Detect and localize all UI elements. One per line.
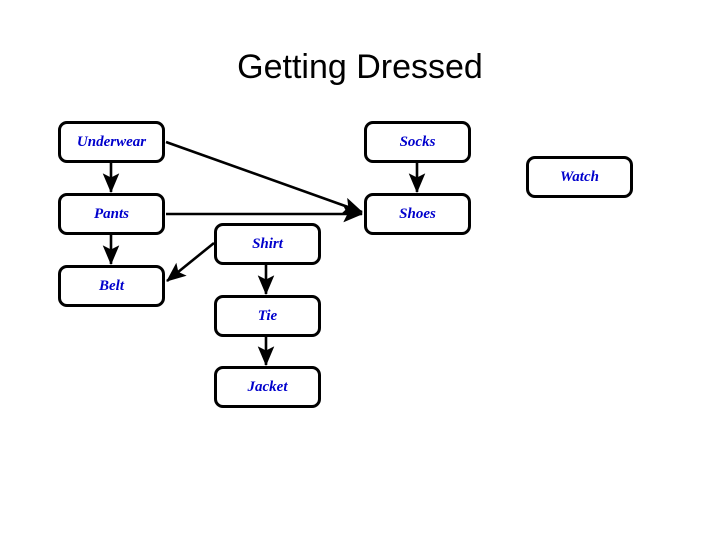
node-label-socks: Socks: [399, 133, 436, 150]
node-underwear[interactable]: Underwear: [58, 121, 165, 163]
node-label-pants: Pants: [93, 205, 129, 222]
node-socks[interactable]: Socks: [364, 121, 471, 163]
node-label-underwear: Underwear: [76, 133, 147, 150]
node-label-tie: Tie: [257, 307, 278, 324]
node-shoes[interactable]: Shoes: [364, 193, 471, 235]
node-label-belt: Belt: [99, 277, 124, 294]
node-label-jacket: Jacket: [247, 378, 288, 395]
edge-shirt-belt: [166, 241, 215, 283]
node-label-shoes: Shoes: [399, 205, 436, 222]
node-belt[interactable]: Belt: [58, 265, 165, 307]
node-shirt[interactable]: Shirt: [214, 223, 321, 265]
edge-underwear-shoes: [165, 140, 363, 214]
node-watch[interactable]: Watch: [526, 156, 633, 198]
node-tie[interactable]: Tie: [214, 295, 321, 337]
node-label-watch: Watch: [560, 168, 599, 185]
node-label-shirt: Shirt: [252, 235, 283, 252]
node-pants[interactable]: Pants: [58, 193, 165, 235]
page-title: Getting Dressed: [237, 48, 483, 86]
node-jacket[interactable]: Jacket: [214, 366, 321, 408]
